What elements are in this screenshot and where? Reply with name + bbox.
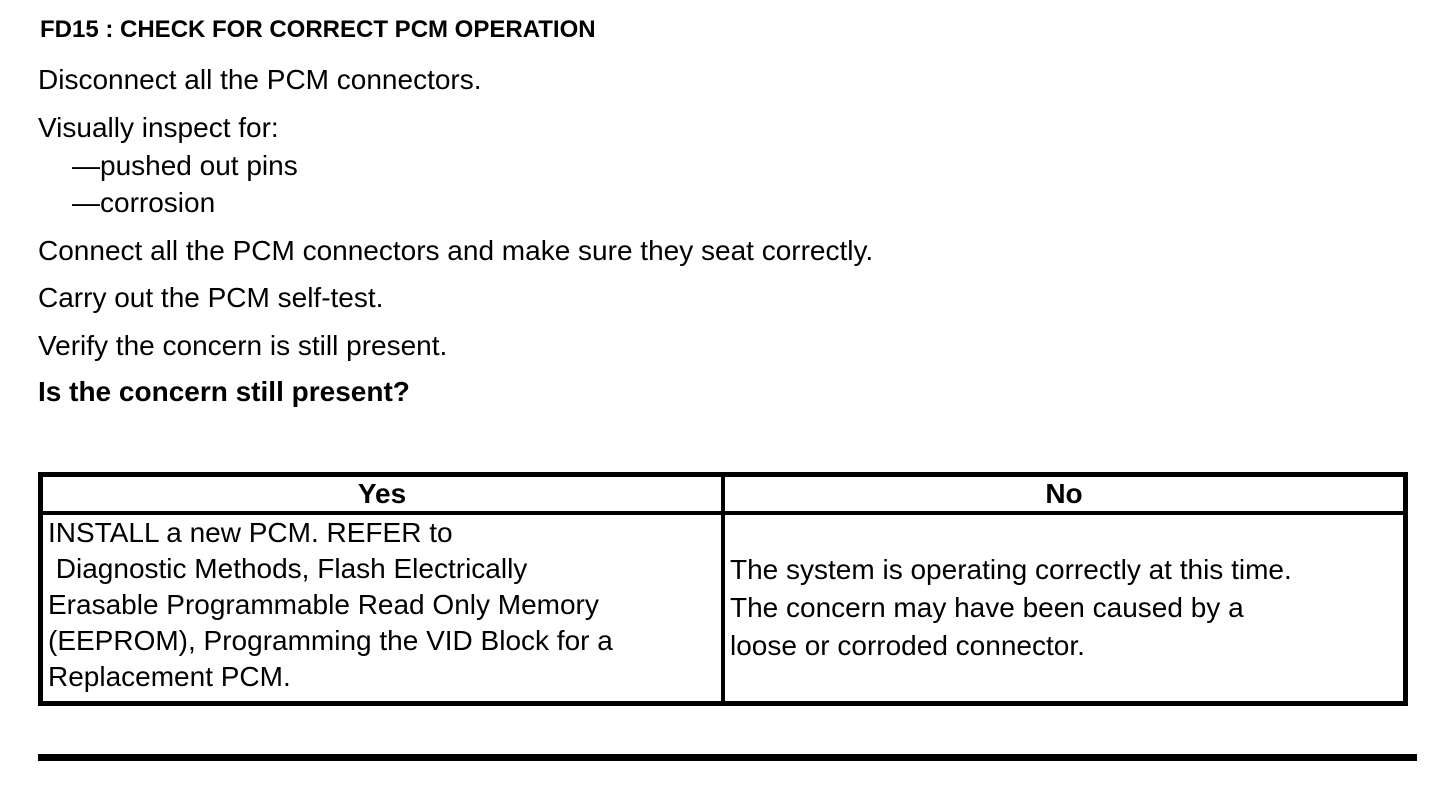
results-body-row: INSTALL a new PCM. REFER to Diagnostic M… [38,511,1408,706]
step-connect-connectors: Connect all the PCM connectors and make … [38,235,874,266]
no-action-cell: The system is operating correctly at thi… [721,511,1408,706]
yes-action-cell: INSTALL a new PCM. REFER to Diagnostic M… [38,511,725,706]
results-header-row: Yes No [38,472,1408,515]
step-verify-concern: Verify the concern is still present. [38,330,448,361]
no-column-header: No [721,472,1408,515]
yes-column-header: Yes [38,472,725,515]
results-table: Yes No INSTALL a new PCM. REFER to Diagn… [38,472,1408,706]
page-title: FD15 : CHECK FOR CORRECT PCM OPERATION [40,16,596,43]
step-visually-inspect: Visually inspect for: [38,112,279,143]
step-disconnect-connectors: Disconnect all the PCM connectors. [38,64,482,95]
page-bottom-divider [38,754,1417,761]
inspect-item-corrosion: —corrosion [72,187,216,218]
step-self-test: Carry out the PCM self-test. [38,282,384,313]
inspect-item-pushed-out-pins: —pushed out pins [72,150,298,181]
question-concern-still-present: Is the concern still present? [38,376,410,407]
